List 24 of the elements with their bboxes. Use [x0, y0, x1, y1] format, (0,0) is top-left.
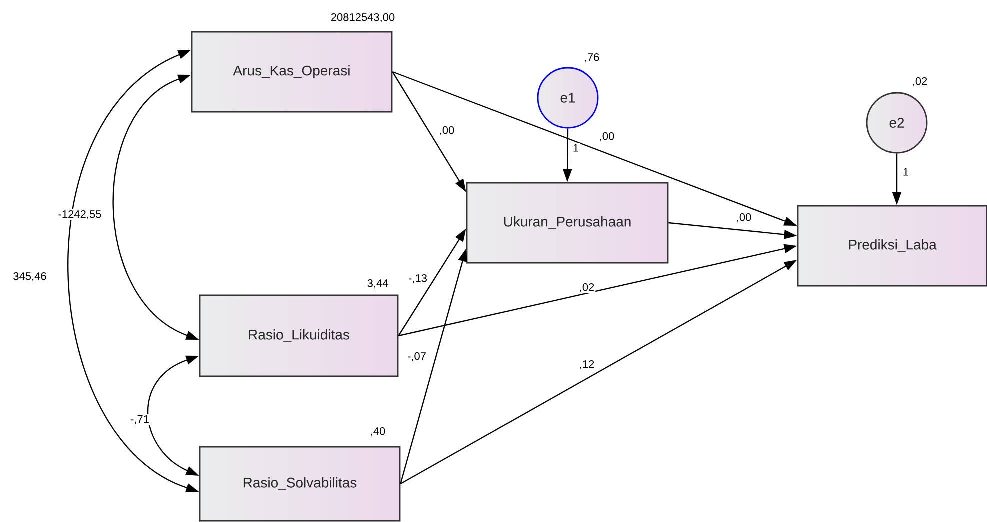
value-label: 20812543,00 [331, 13, 395, 23]
edge-label: ,12 [578, 359, 596, 371]
edge-label: 1 [572, 143, 580, 153]
variable-box: Rasio_Likuiditas [199, 294, 399, 378]
value-label: ,40 [371, 427, 386, 437]
edge-label: -1242,55 [57, 209, 103, 221]
circle-node: e2 [866, 92, 928, 154]
edge-label: 1 [902, 167, 910, 177]
edge-label: -,13 [408, 273, 428, 285]
value-label: ,76 [585, 53, 600, 63]
circle-node: e1 [537, 67, 599, 129]
variable-box: Arus_Kas_Operasi [191, 31, 393, 113]
edge-label: ,00 [598, 131, 616, 143]
variable-box: Rasio_Solvabilitas [199, 446, 401, 522]
edge-label: ,00 [735, 212, 753, 224]
value-label: 3,44 [368, 279, 388, 289]
edge-label: -,07 [406, 351, 428, 363]
variable-box: Ukuran_Perusahaan [466, 182, 669, 264]
variable-box: Prediksi_Laba [797, 205, 987, 287]
value-label: ,02 [913, 77, 928, 87]
edge-label: ,02 [578, 282, 596, 294]
edge-label: ,00 [438, 125, 456, 137]
edge-label: 345,46 [12, 271, 48, 283]
edge-label: -,71 [130, 414, 150, 426]
